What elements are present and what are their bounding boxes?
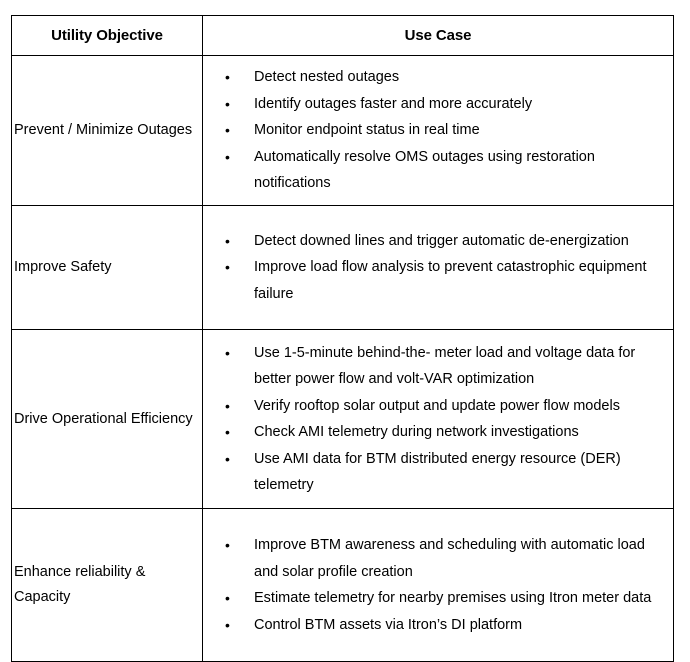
- use-case-cell: • Detect nested outages • Identify outag…: [202, 55, 674, 206]
- page-root: Utility Objective Use Case Prevent / Min…: [11, 15, 674, 662]
- list-item-text: Control BTM assets via Itron’s DI platfo…: [254, 616, 523, 633]
- objective-label: Improve Safety: [11, 205, 203, 330]
- bullet-icon: •: [225, 95, 230, 112]
- bullet-icon: •: [225, 397, 230, 414]
- table-row: Drive Operational Efficiency • Use 1-5-m…: [11, 329, 674, 509]
- list-item: • Verify rooftop solar output and update…: [225, 393, 663, 420]
- bullet-icon: •: [225, 259, 230, 276]
- list-item: • Use AMI data for BTM distributed energ…: [225, 446, 663, 499]
- objective-label: Enhance reliability & Capacity: [11, 508, 203, 662]
- table-header: Utility Objective Use Case: [11, 15, 674, 56]
- list-item-text: Use 1-5-minute behind-the- meter load an…: [254, 344, 636, 388]
- bullet-icon: •: [225, 590, 230, 606]
- use-case-list: • Detect downed lines and trigger automa…: [203, 228, 663, 308]
- use-case-cell: • Use 1-5-minute behind-the- meter load …: [202, 329, 674, 509]
- table-row: Improve Safety • Detect downed lines and…: [11, 205, 674, 330]
- list-item-text: Identify outages faster and more accurat…: [254, 95, 533, 112]
- list-item: • Estimate telemetry for nearby premises…: [225, 585, 663, 612]
- list-item: • Improve load flow analysis to prevent …: [225, 254, 663, 307]
- list-item: • Control BTM assets via Itron’s DI plat…: [225, 612, 663, 639]
- list-item-text: Check AMI telemetry during network inves…: [254, 424, 579, 440]
- list-item: • Monitor endpoint status in real time: [225, 117, 663, 144]
- list-item: • Use 1-5-minute behind-the- meter load …: [225, 340, 663, 393]
- use-case-cell: • Improve BTM awareness and scheduling w…: [202, 508, 674, 662]
- list-item-text: Estimate telemetry for nearby premises u…: [254, 590, 652, 606]
- list-item: • Detect nested outages: [225, 64, 663, 91]
- table-body: Prevent / Minimize Outages • Detect nest…: [11, 55, 674, 662]
- use-case-list: • Improve BTM awareness and scheduling w…: [203, 532, 663, 638]
- list-item-text: Automatically resolve OMS outages using …: [254, 148, 595, 192]
- bullet-icon: •: [225, 122, 230, 139]
- utility-objective-use-case-table: Utility Objective Use Case Prevent / Min…: [11, 15, 674, 662]
- list-item: • Detect downed lines and trigger automa…: [225, 228, 663, 255]
- bullet-icon: •: [225, 616, 230, 633]
- list-item-text: Improve load flow analysis to prevent ca…: [254, 259, 647, 302]
- bullet-icon: •: [225, 450, 230, 467]
- list-item: • Automatically resolve OMS outages usin…: [225, 144, 663, 197]
- table-row: Enhance reliability & Capacity • Improve…: [11, 508, 674, 662]
- list-item-text: Improve BTM awareness and scheduling wit…: [254, 537, 645, 580]
- objective-label: Prevent / Minimize Outages: [11, 55, 203, 206]
- list-item: • Check AMI telemetry during network inv…: [225, 419, 663, 446]
- list-item: • Identify outages faster and more accur…: [225, 91, 663, 118]
- table-header-row: Utility Objective Use Case: [11, 15, 674, 56]
- use-case-cell: • Detect downed lines and trigger automa…: [202, 205, 674, 330]
- table-row: Prevent / Minimize Outages • Detect nest…: [11, 55, 674, 206]
- bullet-icon: •: [225, 148, 230, 165]
- list-item-text: Verify rooftop solar output and update p…: [254, 397, 620, 414]
- list-item-text: Monitor endpoint status in real time: [254, 122, 480, 139]
- bullet-icon: •: [225, 69, 230, 86]
- list-item-text: Detect downed lines and trigger automati…: [254, 232, 629, 249]
- bullet-icon: •: [225, 232, 230, 249]
- list-item-text: Detect nested outages: [254, 69, 400, 86]
- bullet-icon: •: [225, 537, 230, 553]
- list-item: • Improve BTM awareness and scheduling w…: [225, 532, 663, 585]
- column-header-utility-objective: Utility Objective: [11, 15, 203, 56]
- use-case-list: • Use 1-5-minute behind-the- meter load …: [203, 340, 663, 499]
- objective-label: Drive Operational Efficiency: [11, 329, 203, 509]
- use-case-list: • Detect nested outages • Identify outag…: [203, 64, 663, 197]
- bullet-icon: •: [225, 424, 230, 440]
- list-item-text: Use AMI data for BTM distributed energy …: [254, 450, 621, 494]
- bullet-icon: •: [225, 344, 230, 361]
- column-header-use-case: Use Case: [202, 15, 674, 56]
